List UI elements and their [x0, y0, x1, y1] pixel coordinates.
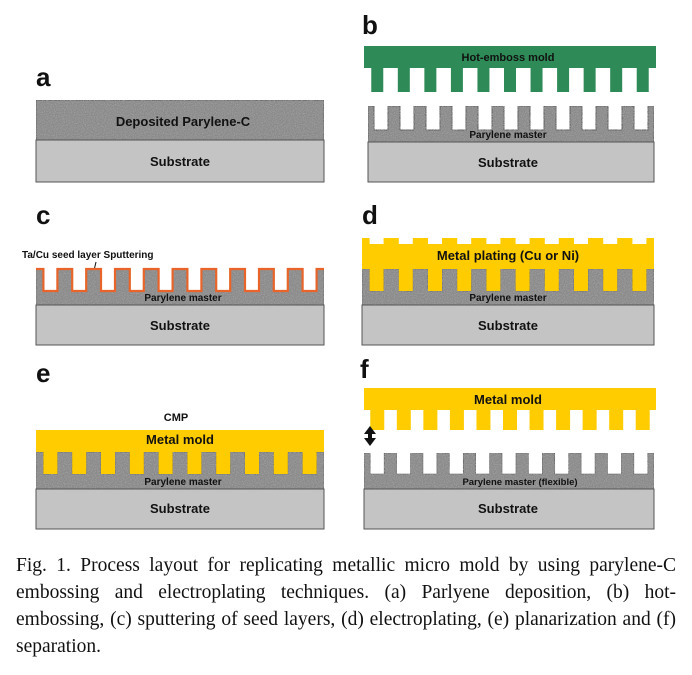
- substrate-label: Substrate: [478, 318, 538, 333]
- process-diagram: a Deposited Parylene-C Substrate b Hot-e…: [22, 10, 656, 530]
- metal-mold: [36, 430, 324, 474]
- parylene-master: [363, 452, 655, 490]
- substrate-label: Substrate: [478, 501, 538, 516]
- metal-mold-label: Metal mold: [474, 392, 542, 407]
- metal-mold: [364, 388, 656, 430]
- panel-letter-c: c: [36, 200, 50, 230]
- substrate: [361, 304, 655, 346]
- substrate-label: Substrate: [150, 318, 210, 333]
- figure-caption: Fig. 1. Process layout for replicating m…: [16, 555, 676, 657]
- parylene-master-label: Parylene master: [469, 130, 546, 141]
- panel-letter-a: a: [36, 62, 51, 92]
- panel-f: f Metal mold Parylene master (flexible) …: [360, 354, 656, 530]
- substrate-label: Substrate: [150, 501, 210, 516]
- substrate-label: Substrate: [150, 154, 210, 169]
- parylene-layer-label: Deposited Parylene-C: [116, 114, 251, 129]
- substrate: [363, 488, 655, 530]
- panel-letter-e: e: [36, 358, 50, 388]
- parylene-master-label: Parylene master: [144, 477, 221, 488]
- panel-d: d Metal plating (Cu or Ni) Parylene mast…: [361, 200, 655, 346]
- parylene-master-label: Parylene master (flexible): [462, 477, 577, 488]
- panel-letter-d: d: [362, 200, 378, 230]
- panel-letter-b: b: [362, 10, 378, 40]
- panel-a: a Deposited Parylene-C Substrate: [35, 62, 325, 183]
- parylene-master: [367, 105, 655, 143]
- metal-plating-label: Metal plating (Cu or Ni): [437, 248, 579, 263]
- metal-plating: [362, 238, 654, 291]
- panel-c: c Ta/Cu seed layer Sputtering Parylene m…: [22, 200, 325, 346]
- metal-mold-label: Metal mold: [146, 432, 214, 447]
- parylene-master-label: Parylene master: [469, 293, 546, 304]
- hot-emboss-mold: [364, 46, 656, 92]
- substrate: [35, 304, 325, 346]
- hot-emboss-mold-label: Hot-emboss mold: [462, 52, 555, 64]
- seed-layer-label: Ta/Cu seed layer Sputtering: [22, 250, 154, 261]
- parylene-layer: [35, 99, 325, 141]
- substrate: [35, 139, 325, 183]
- substrate-label: Substrate: [478, 155, 538, 170]
- separation-arrow: [364, 426, 376, 446]
- panel-e: e CMP Metal mold Parylene master Substra…: [35, 358, 325, 530]
- panel-letter-f: f: [360, 354, 369, 384]
- seed-layer: [36, 267, 324, 293]
- parylene-master-label: Parylene master: [144, 293, 221, 304]
- cmp-label: CMP: [164, 412, 188, 424]
- substrate: [35, 488, 325, 530]
- panel-b: b Hot-emboss mold Parylene master Substr…: [362, 10, 656, 183]
- substrate: [367, 141, 655, 183]
